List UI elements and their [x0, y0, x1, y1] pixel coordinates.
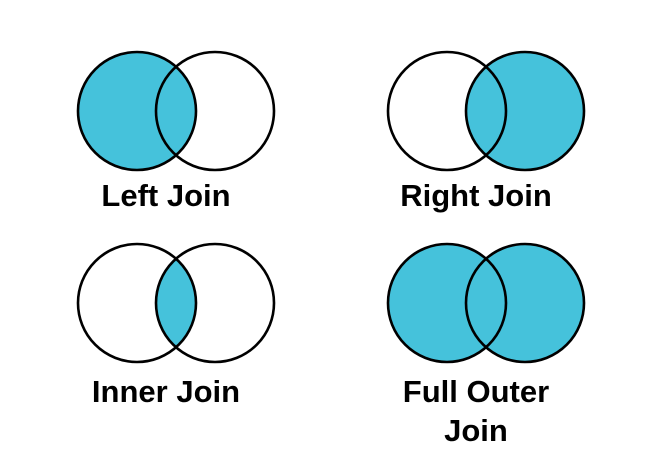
- left-circle-outline: [386, 50, 508, 172]
- right-circle-outline: [464, 50, 586, 172]
- shaded-intersection-region: [156, 244, 196, 362]
- right-circle-outline: [464, 242, 586, 364]
- left-join-label: Left Join: [101, 178, 231, 213]
- shaded-right-region: [466, 244, 584, 362]
- left-circle-outline: [386, 242, 508, 364]
- venn-right-join: [386, 50, 586, 172]
- right-join-label: Right Join: [400, 178, 552, 213]
- venn-inner-join: [76, 242, 276, 364]
- shaded-left-region: [78, 52, 196, 170]
- right-circle-outline: [154, 242, 276, 364]
- venn-full-outer-join: [386, 242, 586, 364]
- left-circle-outline: [76, 242, 198, 364]
- full-outer-join-label: Full Outer Join: [402, 374, 550, 448]
- inner-join-label: Inner Join: [91, 374, 241, 409]
- venn-left-join: [76, 50, 276, 172]
- right-circle-outline: [154, 50, 276, 172]
- left-circle-outline: [76, 50, 198, 172]
- shaded-right-region: [466, 52, 584, 170]
